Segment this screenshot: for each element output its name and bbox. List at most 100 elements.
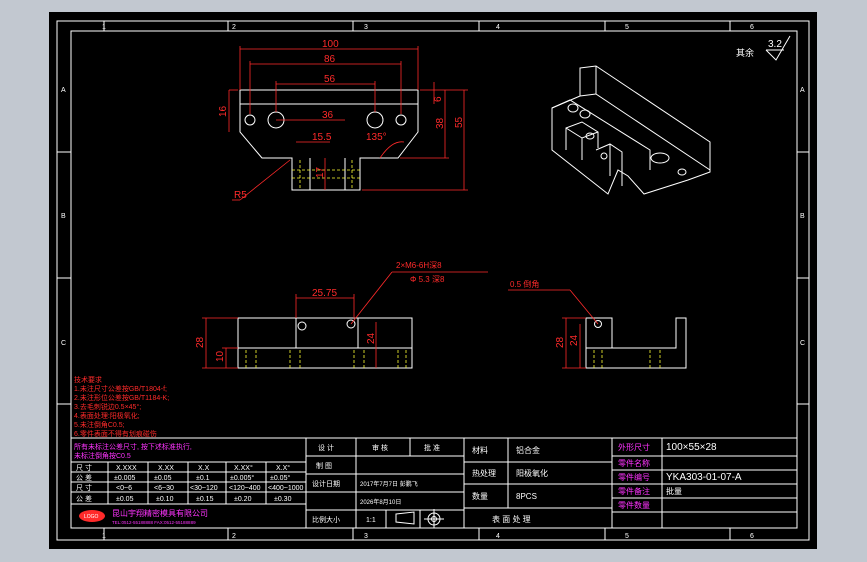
tech-note-5: 5.未注倒角C0.5; bbox=[74, 420, 125, 429]
tech-note-4: 4.表面处理:阳极氧化; bbox=[74, 411, 140, 420]
dim-height-to-holes: 38 bbox=[435, 117, 446, 129]
col-label-3: 3 bbox=[364, 24, 368, 31]
part-label-name: 零件名称 bbox=[618, 458, 650, 468]
sign-label-date: 设计日期 bbox=[312, 479, 340, 488]
dim-radius: R5 bbox=[234, 190, 247, 201]
surface-finish-label: 其余 bbox=[736, 47, 754, 58]
row-label-a-right: A bbox=[800, 87, 805, 94]
tech-note-2: 2.未注形位公差按GB/T1184-K; bbox=[74, 393, 169, 402]
col-label-2-bottom: 2 bbox=[232, 533, 236, 540]
sign-block: 设 计 审 核 批 准 制 图 设计日期 比例大小 2017年7月7日 彭鹏飞 … bbox=[312, 443, 440, 524]
sign-label-draw: 制 图 bbox=[316, 461, 332, 470]
tol-r2c0: 公 差 bbox=[76, 494, 92, 503]
tolerance-heading-2: 未标注倒角按C0.5 bbox=[74, 451, 131, 460]
dim-flange-right: 6 bbox=[433, 96, 444, 102]
quantity-label: 数量 bbox=[472, 491, 488, 501]
row-label-b: B bbox=[61, 213, 66, 220]
tech-note-3: 3.去毛刺锐边0.5×45°; bbox=[74, 402, 141, 411]
part-label-number: 零件编号 bbox=[618, 472, 650, 482]
tolerance-heading-1: 所有未标注公差尺寸, 按下述标准执行, bbox=[74, 442, 192, 451]
sign-header-approve: 批 准 bbox=[424, 443, 440, 452]
row-label-c-right: C bbox=[800, 340, 805, 347]
tol-r2c4: ±0.20 bbox=[234, 496, 252, 503]
dim-slot-width: 15.5 bbox=[312, 132, 332, 143]
sign-header-design: 设 计 bbox=[318, 443, 334, 452]
col-label-3-bottom: 3 bbox=[364, 533, 368, 540]
front-view: 25.75 28 10 24 2×M6-6H深8 Φ 5.3 深8 bbox=[195, 261, 488, 369]
tol-r2c1: ±0.05 bbox=[116, 496, 134, 503]
col-label-6: 6 bbox=[750, 24, 754, 31]
front-callout-line1: 2×M6-6H深8 bbox=[396, 261, 442, 270]
dim-hole-span-inner: 56 bbox=[324, 74, 336, 85]
row-label-a: A bbox=[61, 87, 66, 94]
tol-h5: X.X° bbox=[276, 464, 290, 472]
sign-date: 2026年8月10日 bbox=[360, 498, 401, 506]
tol-r2c2: ±0.10 bbox=[156, 496, 174, 503]
tol-r0c2: ±0.05 bbox=[154, 475, 172, 482]
tol-r1c0: 尺 寸 bbox=[76, 483, 92, 492]
col-label-1-bottom: 1 bbox=[102, 533, 106, 540]
front-callout-line2: Φ 5.3 深8 bbox=[410, 275, 445, 284]
row-label-c: C bbox=[61, 340, 66, 347]
company-contact: TEL:0512-55188888 FAX:0512-55188889 bbox=[112, 520, 196, 525]
side-callout: 0.5 倒角 bbox=[510, 279, 539, 289]
tol-h0: 尺 寸 bbox=[76, 463, 92, 472]
dim-front-height-right: 24 bbox=[366, 332, 377, 344]
tol-r1c4: <120~400 bbox=[229, 485, 261, 492]
col-label-5-bottom: 5 bbox=[625, 533, 629, 540]
dim-overall-width: 100 bbox=[322, 39, 339, 50]
dim-slot-depth: 17 bbox=[315, 166, 326, 178]
surface-finish-value: 3.2 bbox=[768, 39, 782, 50]
dim-flange-top: 16 bbox=[218, 105, 229, 117]
tech-notes: 技术要求 1.未注尺寸公差按GB/T1804-f; 2.未注形位公差按GB/T1… bbox=[74, 375, 169, 438]
row-label-b-right: B bbox=[800, 213, 805, 220]
tol-h1: X.XXX bbox=[116, 465, 137, 472]
dim-angle: 135° bbox=[366, 132, 387, 143]
tolerance-table: 所有未标注公差尺寸, 按下述标准执行, 未标注倒角按C0.5 尺 寸 X.XXX… bbox=[74, 442, 304, 525]
dim-inner-offset: 36 bbox=[322, 110, 334, 121]
part-number-value: YKA303-01-07-A bbox=[666, 472, 742, 483]
col-label-6-bottom: 6 bbox=[750, 533, 754, 540]
svg-text:LOGO: LOGO bbox=[84, 514, 99, 520]
sign-label-scale: 比例大小 bbox=[312, 515, 340, 524]
part-size-value: 100×55×28 bbox=[666, 442, 717, 453]
part-block: 外形尺寸 零件名称 零件编号 零件备注 零件数量 100×55×28 YKA30… bbox=[618, 442, 742, 510]
sign-header-review: 审 核 bbox=[372, 443, 388, 452]
isometric-view bbox=[551, 65, 711, 195]
material-block: 材料 热处理 数量 铝合金 阳极氧化 8PCS 表 面 处 理 bbox=[472, 445, 548, 524]
dim-front-height: 28 bbox=[195, 336, 206, 348]
tol-h3: X.X bbox=[198, 465, 210, 472]
tech-note-1: 1.未注尺寸公差按GB/T1804-f; bbox=[74, 384, 167, 393]
company-name: 昆山宇翔精密模具有限公司 bbox=[112, 508, 208, 518]
company-logo: LOGO bbox=[79, 510, 105, 522]
tol-r1c2: <6~30 bbox=[154, 485, 174, 492]
drawing-sheet bbox=[49, 12, 817, 549]
col-label-4-bottom: 4 bbox=[496, 533, 500, 540]
tol-r0c5: ±0.05° bbox=[270, 474, 290, 482]
part-remark-value: 批量 bbox=[666, 486, 682, 496]
heat-treat-value: 阳极氧化 bbox=[516, 468, 548, 478]
dim-front-hole-span: 25.75 bbox=[312, 288, 337, 299]
tol-r0c4: ±0.005° bbox=[230, 474, 254, 482]
tech-note-title: 技术要求 bbox=[74, 375, 102, 384]
material-value: 铝合金 bbox=[516, 445, 540, 455]
material-label: 材料 bbox=[472, 445, 488, 455]
quantity-value: 8PCS bbox=[516, 492, 537, 501]
col-label-5: 5 bbox=[625, 24, 629, 31]
col-label-4: 4 bbox=[496, 24, 500, 31]
dim-side-height-inner: 24 bbox=[569, 334, 580, 346]
part-label-qty: 零件数量 bbox=[618, 500, 650, 510]
title-block bbox=[70, 437, 798, 529]
tol-r0c1: ±0.005 bbox=[114, 475, 135, 482]
tol-r1c3: <30~120 bbox=[190, 485, 218, 492]
surface-finish-symbol: 其余 3.2 bbox=[736, 35, 791, 61]
border-column-labels: 1 2 3 4 5 6 1 2 3 4 5 6 A B C A B C bbox=[61, 24, 805, 540]
tol-h2: X.XX bbox=[158, 465, 174, 472]
heat-treat-label: 热处理 bbox=[472, 468, 496, 478]
dim-side-height: 28 bbox=[555, 336, 566, 348]
side-view: 28 24 0.5 倒角 bbox=[508, 279, 687, 369]
top-view: 100 86 56 36 15.5 135° R5 17 16 6 38 55 bbox=[218, 39, 468, 201]
col-label-2: 2 bbox=[232, 24, 236, 31]
col-label-1: 1 bbox=[102, 24, 106, 31]
